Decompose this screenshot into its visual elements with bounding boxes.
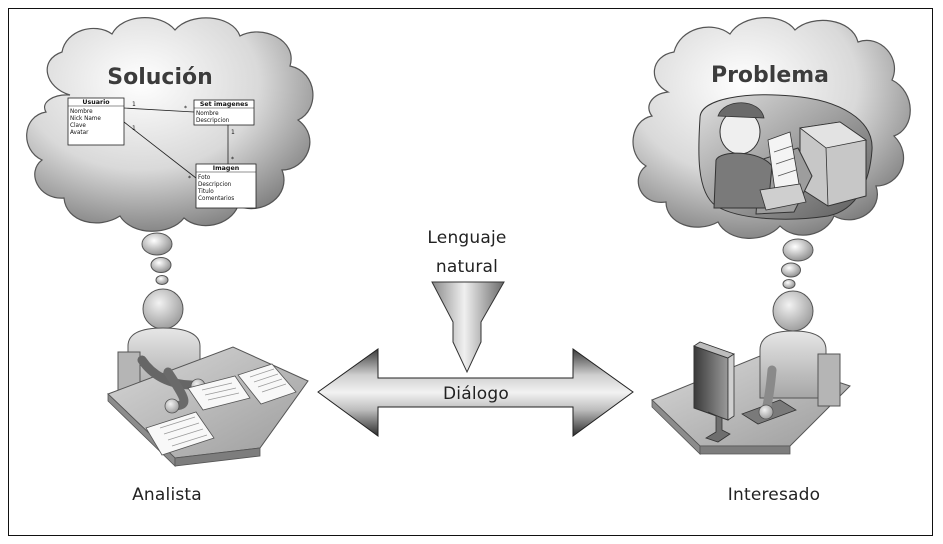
uml-multiplicity: * (231, 156, 234, 163)
stakeholder-figure (651, 290, 851, 455)
uml-attribute: Comentarios (198, 196, 234, 202)
language-input-arrow (431, 281, 505, 374)
uml-multiplicity: 1 (132, 125, 136, 132)
analyst-thought-bubbles (141, 232, 173, 285)
problem-cloud: Problema (632, 17, 911, 239)
uml-multiplicity: * (188, 175, 191, 182)
uml-attribute: Avatar (70, 130, 89, 136)
monitor-icon (693, 341, 735, 443)
solution-title: Solución (107, 65, 213, 90)
uml-attribute: Descripcion (198, 182, 232, 188)
uml-class-set-imagenes: Set imagenes Nombre Descripcion (193, 99, 255, 126)
solution-cloud: Solución Usuario Nombre Nick Name Clave … (26, 17, 314, 232)
language-label-line1: Lenguaje (427, 228, 506, 248)
uml-class-name: Set imagenes (200, 101, 249, 108)
analyst-caption: Analista (132, 485, 202, 505)
analyst-head (142, 288, 184, 330)
uml-attribute: Titulo (197, 189, 214, 195)
uml-association-usuario-set (123, 107, 195, 113)
uml-multiplicity: 1 (132, 101, 136, 108)
stakeholder-head (772, 290, 814, 332)
uml-attribute: Nick Name (70, 116, 101, 122)
document-icon (237, 363, 297, 405)
problem-title: Problema (711, 63, 829, 88)
person-with-boxes-clipart (698, 94, 873, 220)
uml-attribute: Foto (198, 175, 211, 181)
stakeholder-body (759, 330, 827, 399)
uml-class-imagen: Imagen Foto Descripcion Titulo Comentari… (195, 163, 257, 209)
frame-border (8, 8, 933, 536)
uml-class-usuario: Usuario Nombre Nick Name Clave Avatar (67, 97, 125, 146)
uml-attribute: Clave (70, 123, 86, 129)
dialogue-label: Diálogo (443, 384, 509, 404)
dialogue-double-arrow (317, 348, 634, 437)
uml-multiplicity: 1 (231, 129, 235, 136)
stakeholder-thought-bubbles (781, 238, 814, 289)
uml-class-name: Usuario (82, 99, 110, 106)
analyst-figure (107, 288, 309, 467)
uml-multiplicity: * (184, 105, 187, 112)
stakeholder-caption: Interesado (728, 485, 820, 505)
uml-class-diagram: Usuario Nombre Nick Name Clave Avatar Se… (67, 97, 257, 209)
document-icon (187, 375, 251, 411)
stakeholder-chair (817, 353, 841, 407)
document-icon (145, 411, 215, 456)
uml-attribute: Nombre (196, 111, 219, 117)
language-label-line2: natural (436, 257, 498, 277)
uml-class-name: Imagen (213, 165, 239, 172)
uml-attribute: Descripcion (196, 118, 230, 124)
uml-attribute: Nombre (70, 109, 93, 115)
uml-association-usuario-imagen (123, 121, 197, 179)
